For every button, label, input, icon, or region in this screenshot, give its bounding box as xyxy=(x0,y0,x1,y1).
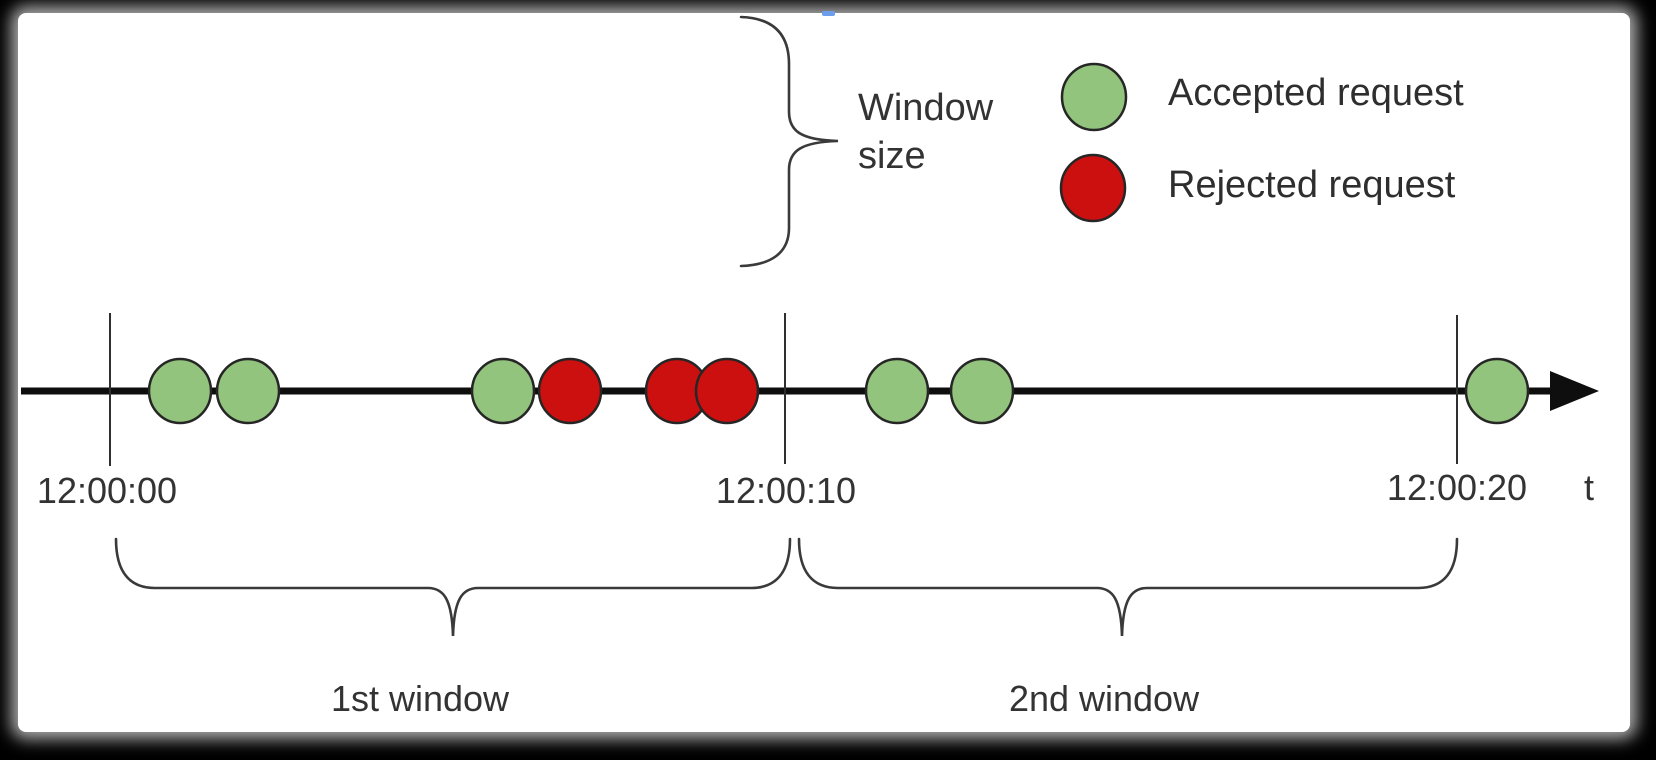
request-dot-accepted xyxy=(1464,357,1530,425)
request-dot-rejected xyxy=(537,357,603,425)
rejected-request-swatch xyxy=(1059,153,1127,223)
request-dot-rejected xyxy=(694,357,760,425)
first-window-brace xyxy=(114,537,792,637)
time-axis-label: t xyxy=(1584,467,1595,508)
request-dot-accepted xyxy=(864,357,930,425)
tick-label-120000: 12:00:00 xyxy=(36,470,178,511)
second-window-brace xyxy=(797,537,1459,637)
request-dot-accepted xyxy=(470,357,536,425)
rejected-request-label: Rejected request xyxy=(1168,164,1456,206)
tick-label-120020: 12:00:20 xyxy=(1386,467,1528,508)
timeline-arrowhead xyxy=(1550,371,1599,411)
window-size-brace xyxy=(739,15,839,268)
request-dots-group xyxy=(147,357,1530,425)
window-size-label: Window size xyxy=(858,84,993,180)
request-dot-accepted xyxy=(147,357,213,425)
request-dot-accepted xyxy=(215,357,281,425)
diagram-canvas xyxy=(18,13,1630,732)
window-size-line1: Window xyxy=(858,87,994,129)
tick-label-120010: 12:00:10 xyxy=(715,470,857,511)
accepted-request-swatch xyxy=(1060,62,1128,132)
blue-cursor-mark xyxy=(822,11,835,16)
accepted-request-label: Accepted request xyxy=(1168,72,1464,114)
window-size-line2: size xyxy=(858,135,926,177)
first-window-label: 1st window xyxy=(330,678,510,719)
request-dot-accepted xyxy=(949,357,1015,425)
second-window-label: 2nd window xyxy=(1008,678,1200,719)
